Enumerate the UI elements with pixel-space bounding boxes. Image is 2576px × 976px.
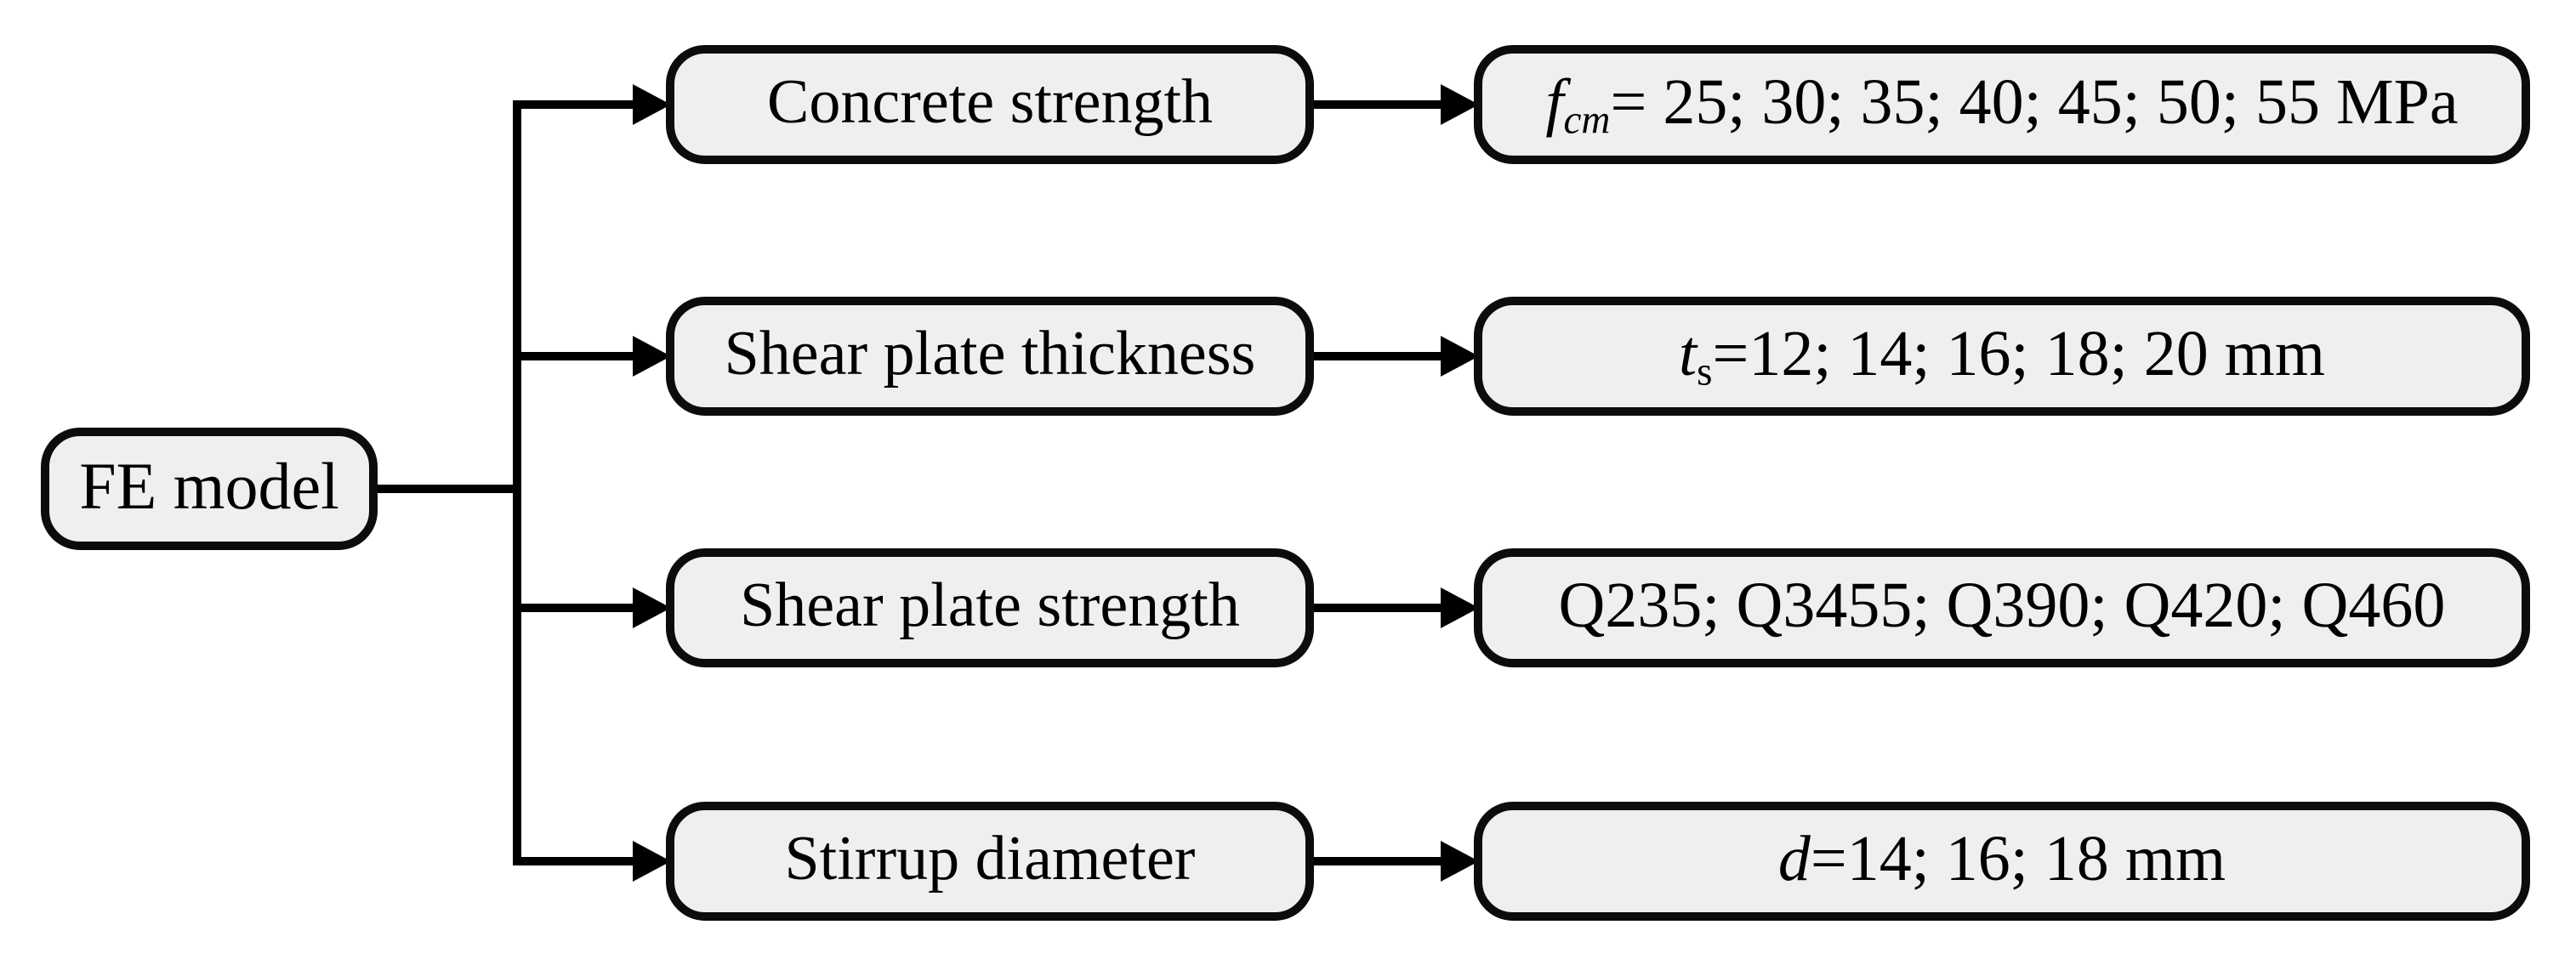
value-text: Q235; Q3455; Q390; Q420; Q460: [1558, 570, 2446, 641]
category-label: Shear plate strength: [740, 570, 1240, 640]
category-node-shear-plate-strength: Shear plate strength: [666, 548, 1314, 667]
symbol-t: t: [1678, 318, 1697, 389]
category-label: Shear plate thickness: [724, 319, 1256, 389]
value-text: =14; 16; 18 mm: [1810, 823, 2226, 894]
category-label: Concrete strength: [767, 67, 1213, 137]
value-node-stirrup-diameter: d=14; 16; 18 mm: [1474, 802, 2530, 921]
category-node-stirrup-diameter: Stirrup diameter: [666, 802, 1314, 921]
value-text: = 25; 30; 35; 40; 45; 50; 55 MPa: [1610, 66, 2459, 138]
value-label: d=14; 16; 18 mm: [1778, 826, 2226, 896]
value-node-concrete-strength: fcm= 25; 30; 35; 40; 45; 50; 55 MPa: [1474, 45, 2530, 164]
symbol-subscript: cm: [1563, 98, 1611, 143]
category-node-concrete-strength: Concrete strength: [666, 45, 1314, 164]
value-text: =12; 14; 16; 18; 20 mm: [1712, 318, 2326, 389]
value-node-shear-plate-thickness: ts=12; 14; 16; 18; 20 mm: [1474, 297, 2530, 416]
arrowhead-icon: [1441, 84, 1479, 125]
symbol-subscript: s: [1697, 349, 1713, 394]
arrowhead-icon: [1441, 587, 1479, 628]
symbol-d: d: [1777, 823, 1811, 894]
arrowhead-icon: [633, 841, 671, 882]
category-label: Stirrup diameter: [784, 824, 1196, 894]
fe-model-label: FE model: [79, 449, 339, 523]
value-label: ts=12; 14; 16; 18; 20 mm: [1678, 318, 2326, 394]
value-label: Q235; Q3455; Q390; Q420; Q460: [1559, 573, 2446, 643]
fe-model-node: FE model: [41, 428, 378, 550]
value-node-shear-plate-strength: Q235; Q3455; Q390; Q420; Q460: [1474, 548, 2530, 667]
arrowhead-icon: [1441, 841, 1479, 882]
category-node-shear-plate-thickness: Shear plate thickness: [666, 297, 1314, 416]
arrowhead-icon: [633, 84, 671, 125]
arrowhead-icon: [1441, 336, 1479, 377]
symbol-f: f: [1545, 66, 1564, 138]
arrowhead-icon: [633, 336, 671, 377]
value-label: fcm= 25; 30; 35; 40; 45; 50; 55 MPa: [1545, 70, 2458, 143]
arrowhead-icon: [633, 587, 671, 628]
